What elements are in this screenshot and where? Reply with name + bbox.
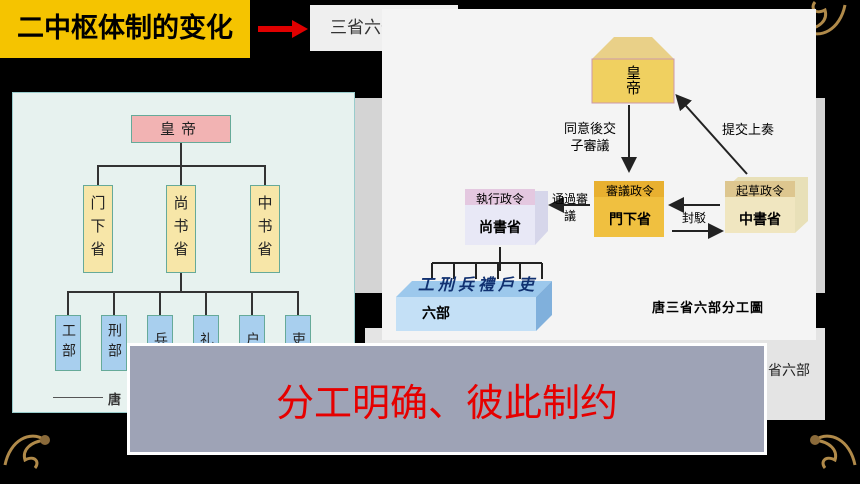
gongbu-box: 工部 <box>55 315 81 371</box>
arrow-right-icon <box>258 20 308 38</box>
xingbu-box: 刑部 <box>101 315 127 371</box>
zhongshu-box: 中书省 <box>250 185 280 273</box>
menxia-box: 门下省 <box>83 185 113 273</box>
pass-label: 通過審議 <box>552 192 589 223</box>
six-depts-label: 六部 <box>422 306 450 322</box>
emperor-label: 皇帝 <box>624 65 642 95</box>
shangshu-label: 尚書省 <box>479 220 521 236</box>
reject-label: 封駁 <box>682 211 707 225</box>
summary-overlay: 分工明确、彼此制约 <box>127 343 767 455</box>
background-panel-text: 省六部 <box>768 363 810 379</box>
corner-ornament-icon <box>810 434 857 469</box>
approve-label: 同意後交子審議 <box>563 122 616 154</box>
six-depts-names: 工刑兵禮戶吏 <box>418 275 539 294</box>
corner-ornament-icon <box>3 434 50 469</box>
zhongshu-label: 中書省 <box>739 212 781 228</box>
shangshu-box: 尚书省 <box>166 185 196 273</box>
zhongshu-tag: 起草政令 <box>735 184 784 198</box>
left-diagram-caption: 唐 <box>108 393 122 408</box>
right-diagram-caption: 唐三省六部分工圖 <box>652 301 765 316</box>
emperor-box: 皇帝 <box>131 115 231 143</box>
submit-label: 提交上奏 <box>722 123 775 138</box>
slide-title: 二中枢体制的变化 <box>0 0 250 58</box>
shangshu-tag: 執行政令 <box>475 192 524 206</box>
menxia-label: 門下省 <box>609 212 651 228</box>
menxia-tag: 審議政令 <box>605 184 654 198</box>
tang-division-diagram: 皇帝 同意後交子審議 提交上奏 審議政令 門下省 起草政令 中書省 執行政令 尚… <box>382 9 816 340</box>
